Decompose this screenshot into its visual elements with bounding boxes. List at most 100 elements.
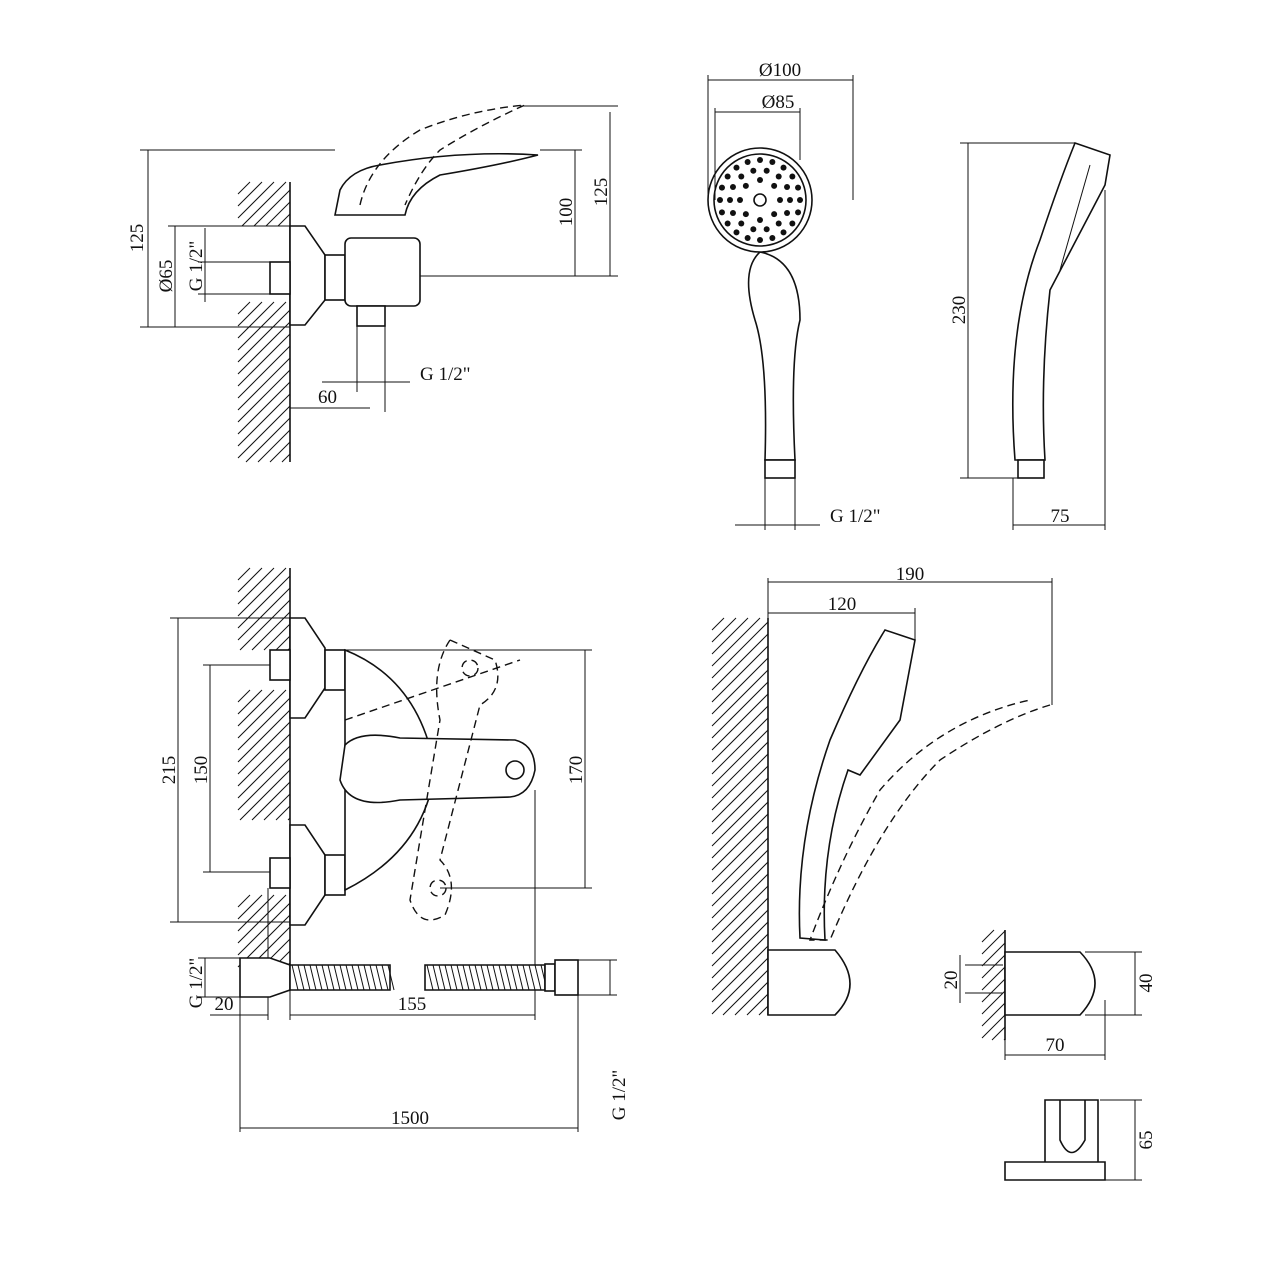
shower-head-side: 230 75 — [949, 141, 1111, 530]
nozzle — [742, 182, 749, 189]
hatch-line — [257, 429, 291, 463]
head-outer — [707, 147, 813, 253]
nozzle — [744, 158, 751, 165]
nozzle — [744, 235, 751, 242]
hatch-line — [237, 567, 287, 617]
shower-head-tilted-outline — [808, 699, 1051, 941]
nozzle — [733, 229, 740, 236]
nozzle — [789, 173, 796, 180]
hatch-line — [237, 381, 291, 435]
hatch-line — [711, 873, 769, 931]
faucet-side-view: 125 Ø65 G 1/2" 100 125 G 1/2" 60 — [127, 104, 618, 462]
nozzle — [724, 173, 731, 180]
hatch-line — [711, 753, 769, 811]
hatch-line — [281, 453, 291, 463]
lever-hole — [505, 760, 525, 780]
hatch-line — [237, 697, 291, 751]
dim-reach-total: 190 — [896, 564, 925, 585]
dim-wall-offset: 20 — [215, 994, 234, 1015]
hatch-line — [981, 1002, 1006, 1027]
nozzle — [784, 210, 791, 217]
hatch-line — [711, 933, 769, 991]
nozzle — [757, 157, 763, 163]
hatch-line — [746, 993, 769, 1016]
bracket-body — [1004, 951, 1096, 1016]
hatch-line — [237, 345, 291, 399]
nozzle — [775, 173, 782, 180]
hatch-line — [722, 969, 769, 1016]
hatch-line — [245, 417, 291, 463]
nozzle — [733, 164, 740, 171]
nozzle — [763, 226, 770, 233]
hatch-line — [237, 369, 291, 423]
hatch-line — [711, 885, 769, 943]
hatch-line — [237, 333, 291, 387]
shower-head-front: Ø100 Ø85 G 1/2" — [707, 60, 881, 530]
hatch-line — [237, 894, 251, 908]
nozzle — [795, 209, 802, 216]
hatch-line — [237, 301, 251, 315]
hatch-line — [275, 635, 291, 651]
dim-screw-spacing: 20 — [941, 971, 962, 990]
hatch-line — [711, 921, 769, 979]
dim-thread-left: G 1/2" — [186, 958, 207, 1009]
hatch-line — [711, 849, 769, 907]
hatch-line — [237, 689, 275, 727]
dim-projection: 155 — [398, 994, 427, 1015]
head-face — [713, 153, 807, 247]
nozzle-pattern — [717, 157, 803, 243]
hatch-line — [237, 757, 291, 811]
flange-lower — [289, 824, 326, 926]
inlet-thread — [269, 261, 291, 295]
hatch-line — [237, 405, 291, 459]
hatch-line — [711, 669, 769, 727]
nozzle — [795, 184, 802, 191]
hatch-line — [277, 213, 291, 227]
nozzle — [750, 167, 757, 174]
hose-body — [289, 964, 546, 991]
hatch-line — [263, 623, 291, 651]
thread-lower — [269, 857, 291, 889]
hose-end-nut — [554, 959, 579, 996]
hatch-line — [251, 781, 291, 821]
hatch-line — [237, 301, 275, 339]
hatch-line — [237, 357, 291, 411]
hatch-line — [263, 793, 291, 821]
hose: 1500 G 1/2" G 1/2" — [186, 957, 630, 1132]
hatch-line — [237, 567, 275, 605]
hatch-line — [981, 966, 1006, 991]
nozzle — [750, 226, 757, 233]
hatch-line — [711, 765, 769, 823]
hatch-line — [237, 393, 291, 447]
hatch-line — [711, 957, 769, 1015]
nozzle — [771, 211, 778, 218]
hatch-line — [711, 801, 769, 859]
hatch-line — [981, 1014, 1006, 1039]
hatch-line — [981, 990, 1006, 1015]
nozzle — [777, 197, 783, 203]
hatch-line — [981, 930, 1006, 955]
hatch-line — [237, 894, 263, 920]
hatch-line — [981, 929, 995, 943]
nozzle — [738, 220, 745, 227]
dim-width: 75 — [1051, 506, 1070, 527]
nozzle — [718, 209, 725, 216]
hatch-line — [237, 309, 291, 363]
hatch-line — [237, 181, 275, 219]
dim-inlet-thread: G 1/2" — [186, 241, 207, 292]
dim-reach-head: 120 — [828, 594, 857, 615]
hatch-line — [711, 657, 769, 715]
hatch-line — [269, 441, 291, 463]
shower-head-installed — [798, 629, 916, 941]
hatch-line — [237, 733, 291, 787]
hatch-line — [237, 745, 291, 799]
dim-height-total: 215 — [159, 756, 180, 785]
nozzle — [787, 197, 793, 203]
hatch-line — [734, 981, 769, 1016]
dim-thread: G 1/2" — [830, 506, 881, 527]
hatch-line — [237, 567, 251, 581]
thread-upper — [269, 649, 291, 681]
nozzle — [789, 220, 796, 227]
dim-flange-diameter: Ø65 — [156, 260, 177, 293]
hatch-line — [711, 693, 769, 751]
